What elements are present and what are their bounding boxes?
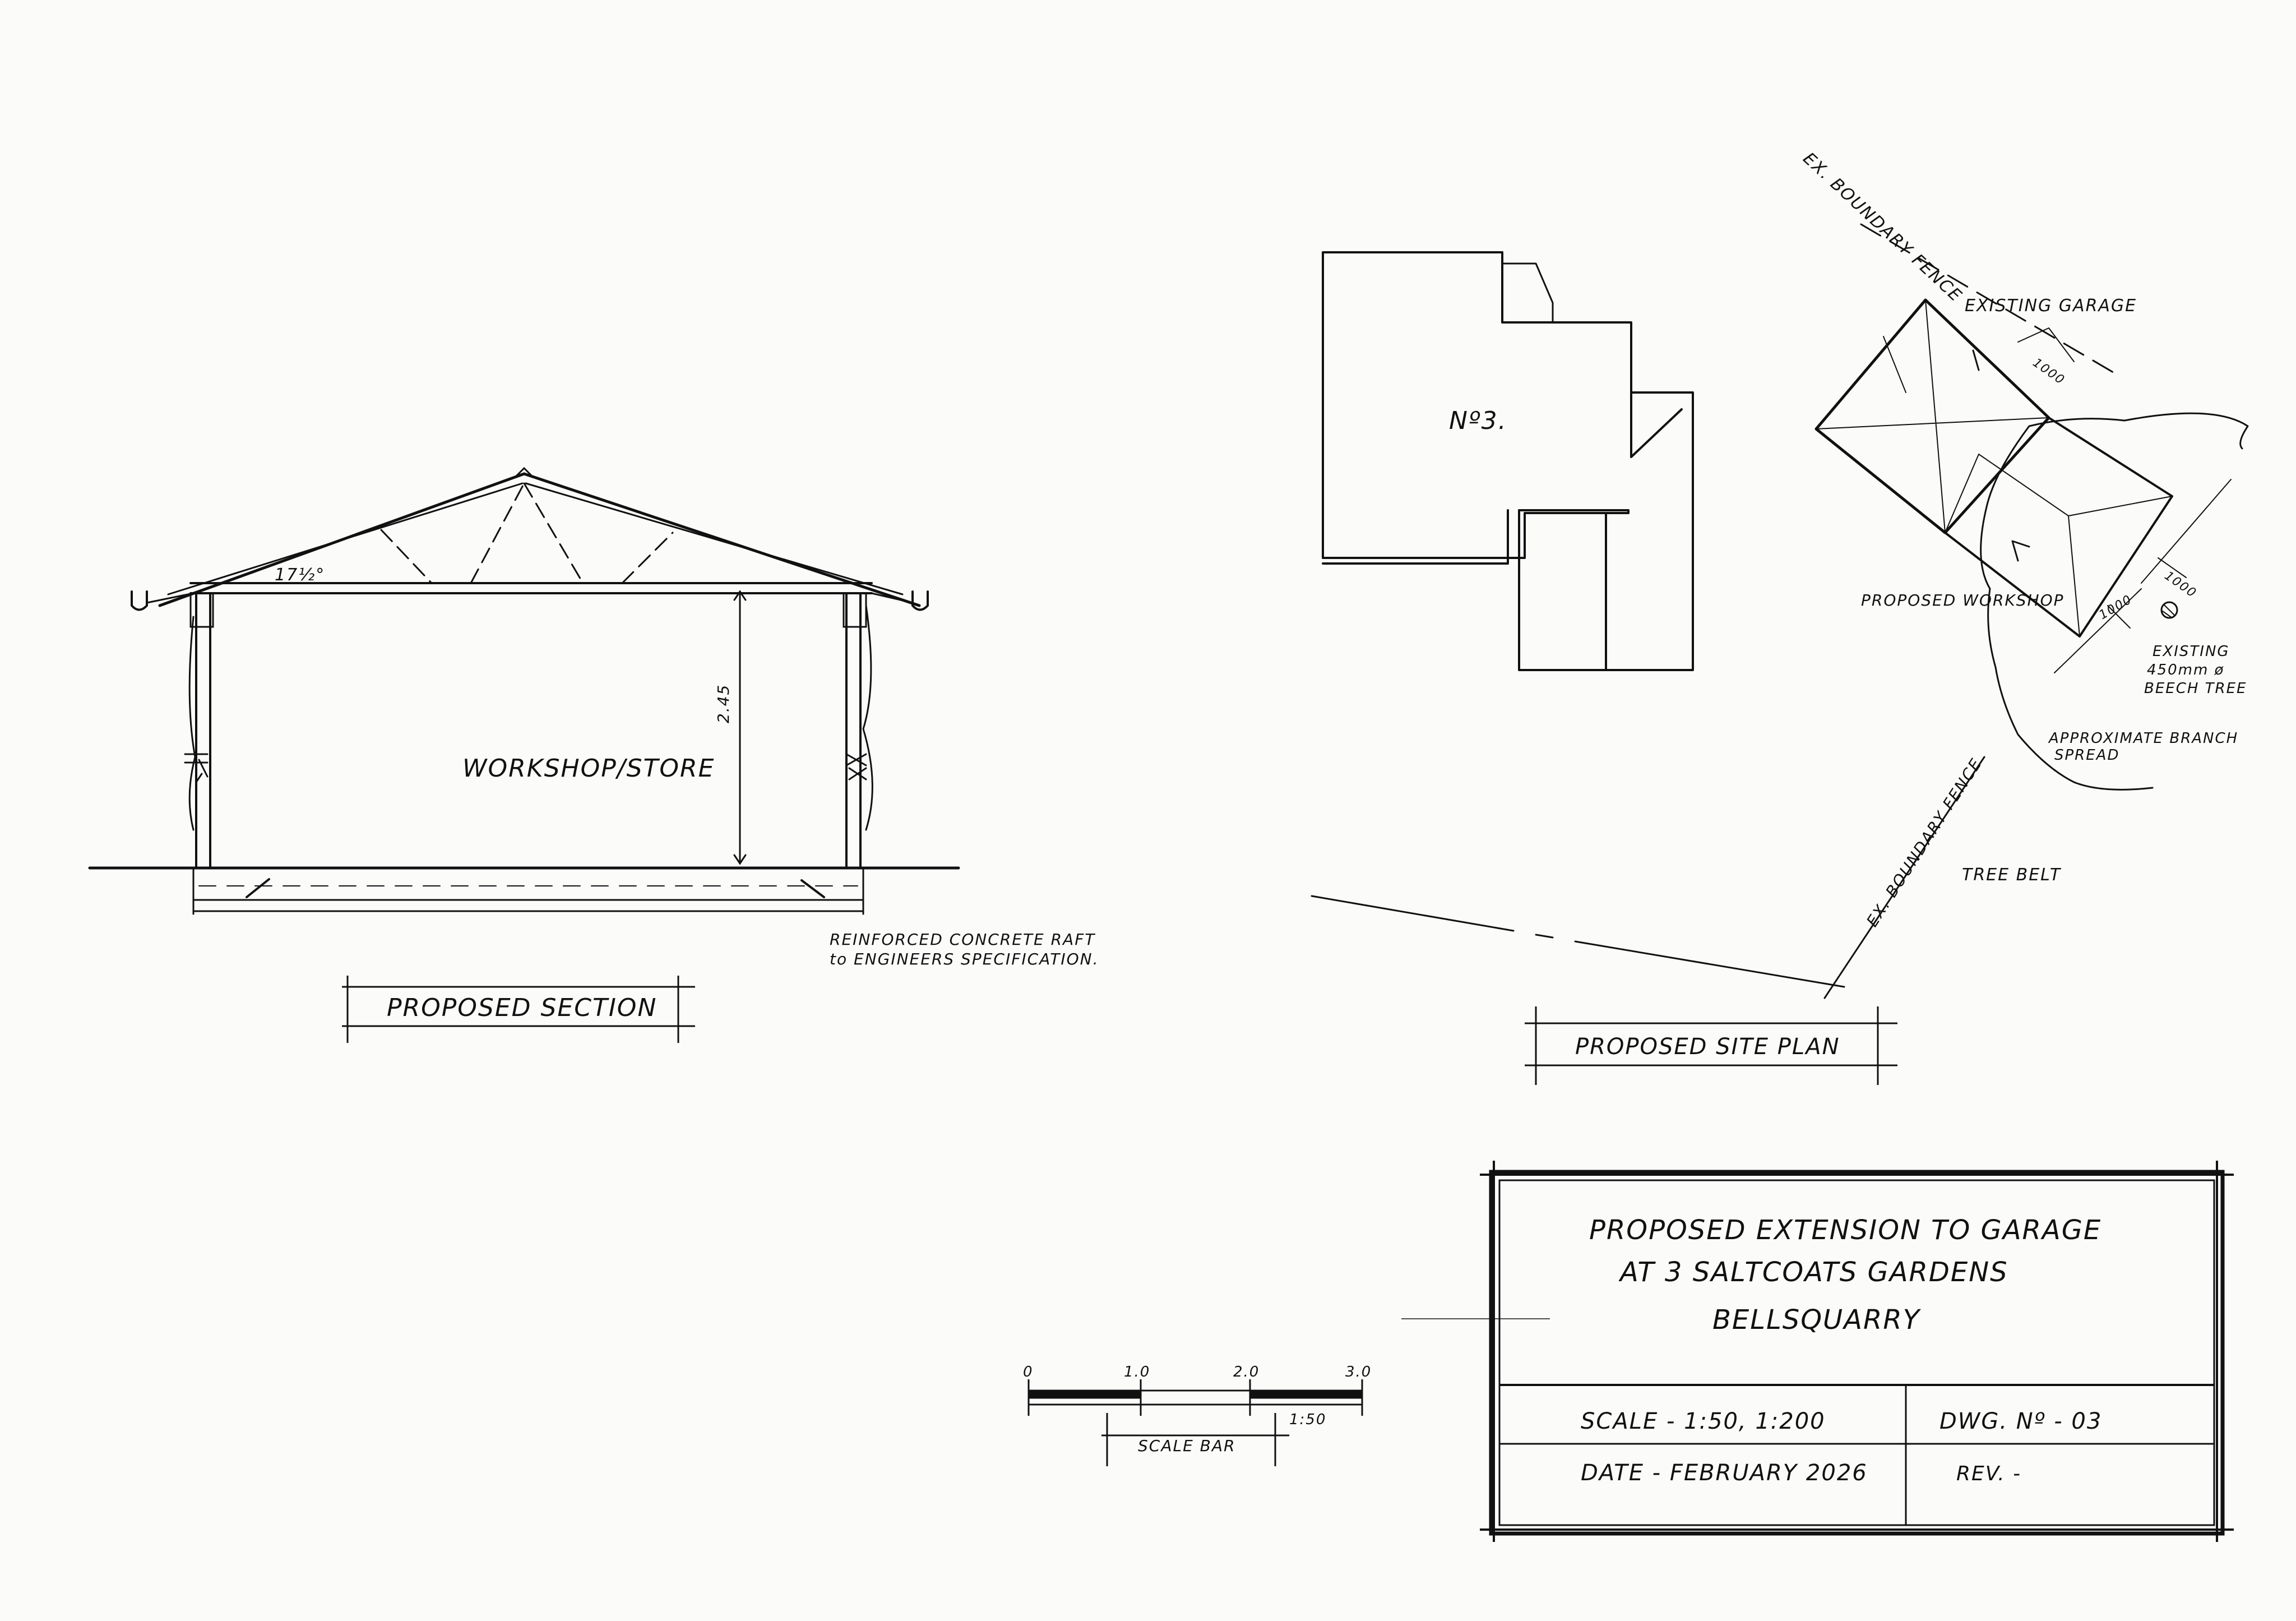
scale-tick-0: 0 [1023,1364,1034,1380]
scale-field: SCALE - 1:50, 1:200 [1581,1408,1826,1434]
section-title: PROPOSED SECTION [387,994,657,1022]
wall-right [845,593,862,867]
foundation-note-line1: REINFORCED CONCRETE RAFT [830,930,1095,949]
boundary-fence-bottom [1823,756,1985,999]
scale-tick-3: 3.0 [1345,1364,1372,1380]
beech-tree-symbol [2160,601,2178,619]
pitch-label: 17½° [275,565,325,585]
site-plan [1311,223,2249,999]
tree-label-line2: 450mm ø [2147,662,2224,678]
foundation-note-line2: to ENGINEERS SPECIFICATION. [830,950,1099,968]
site-boundary-line [1311,895,1845,988]
house-label-no3: Nº3. [1449,407,1507,435]
title-block [1401,1161,2234,1542]
scale-bar-ratio: 1:50 [1289,1411,1326,1428]
tree-label-line1: EXISTING [2152,643,2230,660]
truss-webs [380,482,674,584]
title-block-inner [1498,1179,2215,1526]
drawing-number-field: DWG. Nº - 03 [1939,1408,2102,1434]
existing-garage-label: EXISTING GARAGE [1965,296,2137,316]
tree-label-line3: BEECH TREE [2144,680,2247,697]
date-field: DATE - FEBRUARY 2026 [1581,1460,1868,1486]
raft-slab [192,867,864,915]
scale-bar-segment-1 [1028,1390,1141,1399]
roof-rafter-right-inner [525,482,904,595]
wall-left [195,593,211,867]
workshop-label: PROPOSED WORKSHOP [1861,591,2064,609]
ceiling-tie [189,582,873,594]
scale-bar-segment-3 [1249,1390,1363,1399]
revision-field: REV. - [1956,1462,2021,1485]
branch-spread-outline [1980,412,2249,791]
branch-label-line1: APPROXIMATE BRANCH [2048,730,2238,747]
site-plan-title: PROPOSED SITE PLAN [1575,1034,1840,1060]
scale-tick-2: 2.0 [1233,1364,1260,1380]
proposed-section [88,467,960,915]
site-plan-title-frame [1525,1006,1897,1085]
title-block-outer [1489,1170,2225,1536]
title-line-1: PROPOSED EXTENSION TO GARAGE [1589,1214,2101,1246]
tree-belt-label: TREE BELT [1962,865,2062,885]
boundary-fence-top [1860,223,2120,377]
gutter-right [911,590,929,611]
room-label-workshop-store: WORKSHOP/STORE [462,754,715,783]
roof-rafter-left-inner [167,482,524,595]
height-dimension-label: 2.45 [714,684,733,723]
gutter-left [131,590,148,611]
scale-bar-title: SCALE BAR [1138,1437,1236,1455]
scale-bar [1027,1379,1363,1466]
section-title-frame [342,976,695,1043]
branch-label-line2: SPREAD [2054,747,2119,764]
title-line-3: BELLSQUARRY [1712,1304,1922,1336]
title-line-2: AT 3 SALTCOATS GARDENS [1618,1257,2008,1288]
scale-tick-1: 1.0 [1124,1364,1150,1380]
